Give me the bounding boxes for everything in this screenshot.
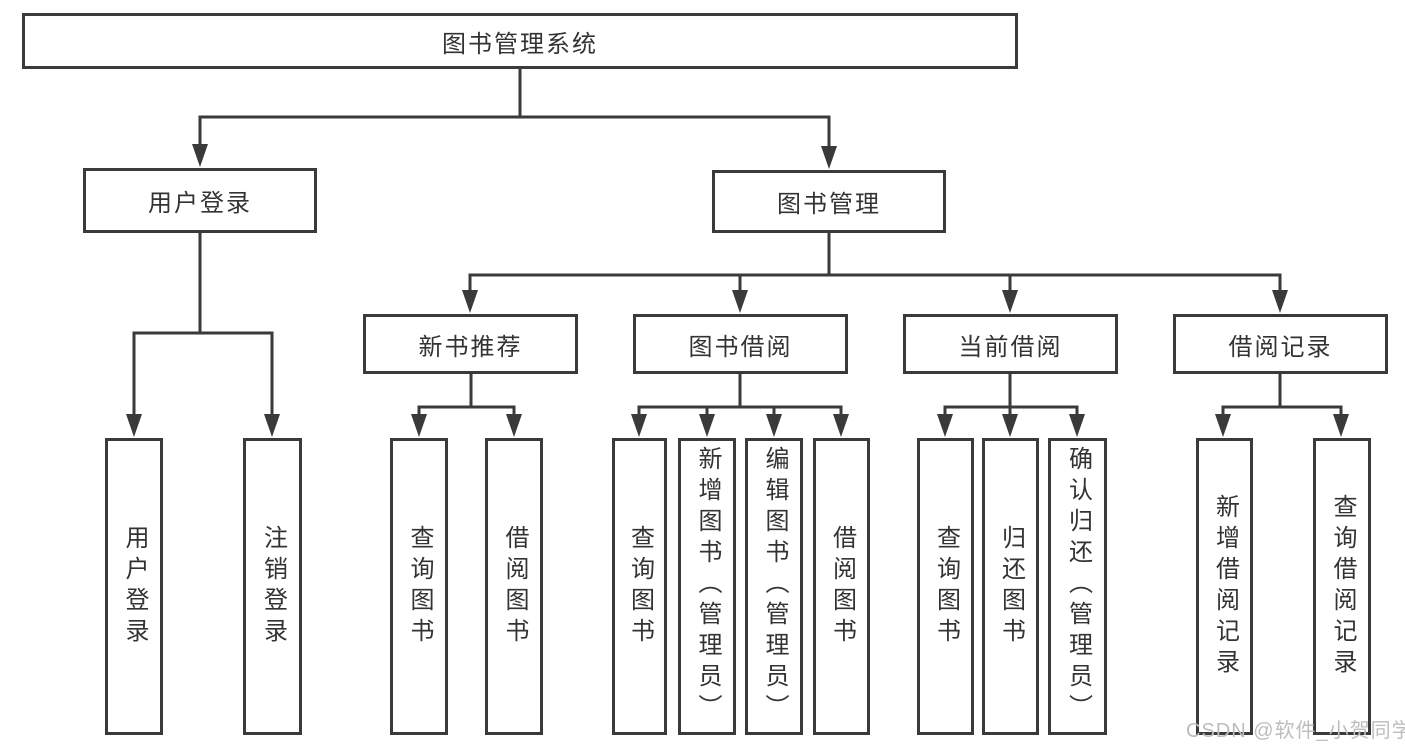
leaf-query-books-borrow: 查询图书 [612,438,667,735]
node-book-borrow: 图书借阅 [633,314,848,374]
node-label: 新书推荐 [418,333,523,361]
node-label: 注销登录 [259,524,287,649]
arrow-icon [462,290,478,313]
leaf-edit-book-admin: 编辑图书（管理员） [745,438,803,735]
leaf-confirm-return-admin: 确认归还（管理员） [1048,438,1107,735]
arrow-icon [1333,414,1349,437]
leaf-query-books-recommend: 查询图书 [390,438,448,735]
node-label: 查询借阅记录 [1329,493,1356,680]
connector-bookmgmt-rail [468,273,1282,296]
leaf-query-borrow-record: 查询借阅记录 [1313,438,1371,735]
connector-root-rail [198,115,831,150]
arrow-icon [732,290,748,313]
node-borrow-records: 借阅记录 [1173,314,1388,374]
arrow-icon [821,146,837,169]
leaf-borrow-books: 借阅图书 [813,438,870,735]
leaf-logout: 注销登录 [243,438,302,735]
node-current-borrow: 当前借阅 [903,314,1118,374]
node-label: 新增借阅记录 [1211,493,1239,680]
node-label: 编辑图书（管理员） [761,446,788,725]
arrow-icon [631,414,647,437]
arrow-icon [699,414,715,437]
leaf-return-book: 归还图书 [982,438,1039,735]
node-label: 归还图书 [997,524,1025,649]
arrow-icon [1002,290,1018,313]
arrow-icon [126,414,142,437]
node-label: 借阅图书 [501,524,528,649]
arrow-icon [411,414,427,437]
arrow-icon [833,414,849,437]
node-label: 新增图书（管理员） [694,446,721,725]
node-user-login: 用户登录 [83,168,317,233]
node-label: 图书管理系统 [442,30,598,58]
csdn-watermark: CSDN @软件_小贺同学 [1186,720,1405,742]
connector-userlogin-rail [132,331,274,418]
arrow-icon [264,414,280,437]
node-label: 查询图书 [406,524,433,649]
arrowheads [126,144,1349,437]
leaf-query-books-current: 查询图书 [917,438,974,735]
arrow-icon [1272,290,1288,313]
node-label: 用户登录 [148,190,252,217]
node-book-management: 图书管理 [712,170,946,233]
leaf-user-login: 用户登录 [105,438,163,735]
arrow-icon [1215,414,1231,437]
node-root: 图书管理系统 [22,13,1018,69]
node-new-book-recommend: 新书推荐 [363,314,578,374]
node-label: 确认归还（管理员） [1064,446,1092,725]
node-label: 借阅记录 [1228,333,1333,361]
connector-bookborrow-rail [637,405,843,420]
node-label: 借阅图书 [828,524,856,649]
node-label: 用户登录 [121,524,148,649]
arrow-icon [1069,414,1085,437]
arrow-icon [937,414,953,437]
leaf-add-borrow-record: 新增借阅记录 [1196,438,1253,735]
node-label: 查询图书 [932,524,960,649]
arrow-icon [506,414,522,437]
arrow-icon [192,144,208,167]
node-label: 查询图书 [626,524,654,649]
node-label: 图书管理 [777,191,881,218]
node-label: 当前借阅 [958,333,1063,361]
connector-records-rail [1221,405,1343,420]
arrow-icon [766,414,782,437]
leaf-add-book-admin: 新增图书（管理员） [678,438,736,735]
connector-newbook-rail [417,405,516,420]
leaf-borrow-books-recommend: 借阅图书 [485,438,543,735]
arrow-icon [1002,414,1018,437]
node-label: 图书借阅 [688,333,793,361]
